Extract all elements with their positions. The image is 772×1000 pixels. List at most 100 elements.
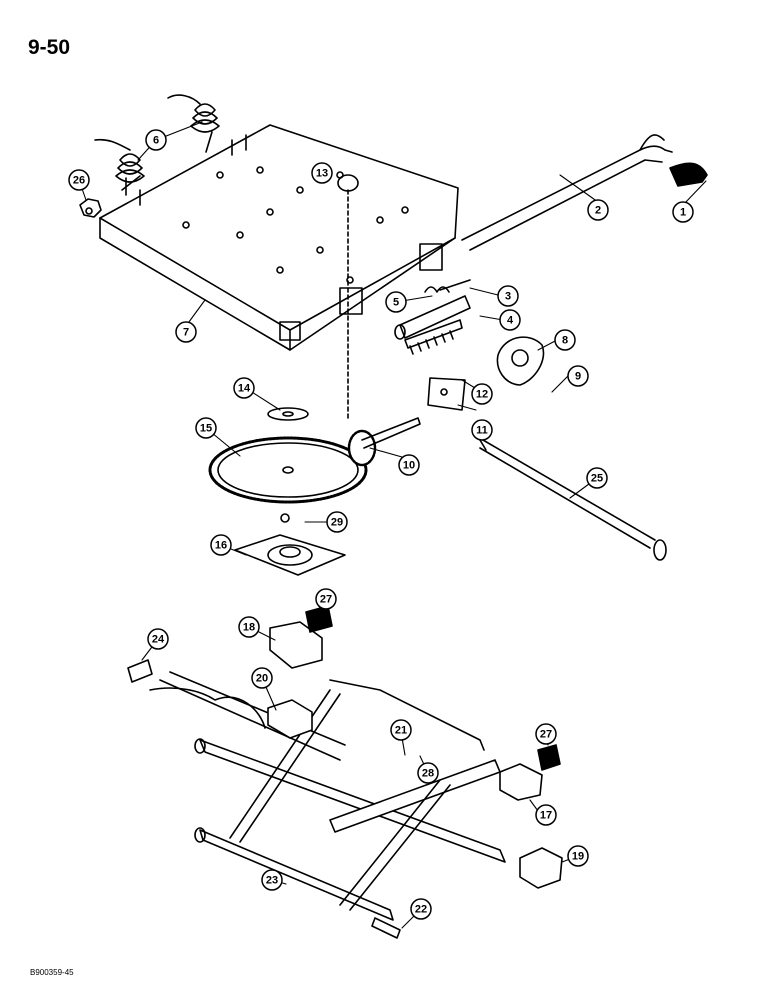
callout-circle [417, 762, 439, 784]
callout-label: 14 [238, 383, 251, 395]
pin-22 [371, 917, 401, 939]
callout-circle [147, 628, 169, 650]
callout-label: 10 [403, 460, 415, 472]
callout-label: 3 [505, 291, 511, 303]
slide-block-17 [499, 763, 543, 801]
callout-23: 23 [261, 869, 283, 891]
callout-27: 27 [315, 588, 337, 610]
callout-27-2: 27 [535, 723, 557, 745]
callout-10: 10 [398, 454, 420, 476]
gear-plate-15 [208, 436, 368, 523]
callout-circle [672, 201, 694, 223]
callout-circle [385, 291, 407, 313]
callout-15: 15 [195, 417, 217, 439]
callout-3: 3 [497, 285, 519, 307]
callout-label: 17 [540, 810, 552, 822]
callout-label: 13 [316, 168, 328, 180]
callout-circle [471, 383, 493, 405]
callout-17: 17 [535, 804, 557, 826]
callout-7: 7 [175, 321, 197, 343]
callout-circle [68, 169, 90, 191]
lock-nut-26 [79, 198, 102, 218]
slide-block-19 [519, 847, 563, 889]
callout-circle [326, 511, 348, 533]
torsion-spring-left [94, 138, 145, 191]
shock-absorber [149, 687, 266, 729]
callout-label: 21 [395, 725, 407, 737]
callout-label: 4 [507, 315, 514, 327]
callout-24: 24 [147, 628, 169, 650]
callout-label: 2 [595, 205, 601, 217]
callout-circle [398, 454, 420, 476]
callout-label: 18 [243, 622, 255, 634]
adjust-knob-13 [337, 174, 359, 421]
callout-label: 27 [320, 594, 332, 606]
callout-circle [238, 616, 260, 638]
callout-8: 8 [554, 329, 576, 351]
adjust-handle-2 [461, 134, 673, 251]
callout-circle [261, 869, 283, 891]
callout-label: 29 [331, 517, 343, 529]
callout-22: 22 [410, 898, 432, 920]
callout-label: 23 [266, 875, 278, 887]
callout-29: 29 [326, 511, 348, 533]
end-cap-27-right [537, 744, 561, 771]
page-number: 9-50 [28, 36, 71, 59]
slide-block-18 [269, 621, 323, 669]
seat-frame-plate [99, 124, 459, 351]
callout-9: 9 [567, 365, 589, 387]
callout-circle [251, 667, 273, 689]
callout-label: 27 [540, 729, 552, 741]
scissor-frame [159, 671, 506, 921]
callout-circle [567, 365, 589, 387]
callout-circle [390, 719, 412, 741]
callout-25: 25 [586, 467, 608, 489]
callout-11: 11 [471, 419, 493, 441]
callout-circle [499, 309, 521, 331]
callout-label: 24 [152, 634, 165, 646]
callout-4: 4 [499, 309, 521, 331]
callout-14: 14 [233, 377, 255, 399]
callout-circle [497, 285, 519, 307]
callout-1: 1 [672, 201, 694, 223]
callout-label: 9 [575, 371, 581, 383]
callout-circle [567, 845, 589, 867]
callout-6: 6 [145, 129, 167, 151]
callout-label: 26 [73, 175, 85, 187]
callout-label: 1 [680, 207, 686, 219]
long-bolt-25 [479, 439, 667, 561]
reference-code: B900359-45 [30, 968, 74, 977]
callout-5: 5 [385, 291, 407, 313]
torsion-spring-right [167, 94, 220, 153]
callout-label: 19 [572, 851, 584, 863]
callout-16: 16 [210, 534, 232, 556]
bushing-24 [127, 659, 153, 683]
callout-label: 16 [215, 540, 227, 552]
pinion-housing-8 [496, 336, 545, 386]
callout-circle [554, 329, 576, 351]
callout-26: 26 [68, 169, 90, 191]
washer-14 [267, 407, 309, 421]
callout-13: 13 [311, 162, 333, 184]
callout-circle [311, 162, 333, 184]
callout-2: 2 [587, 199, 609, 221]
callout-circle [233, 377, 255, 399]
handle-grip-1 [669, 162, 708, 187]
callout-19: 19 [567, 845, 589, 867]
end-cap-27-top [305, 605, 333, 633]
callout-circle [471, 419, 493, 441]
callout-label: 6 [153, 135, 159, 147]
callout-circle [535, 804, 557, 826]
base-plate-16 [234, 534, 346, 576]
callout-group: 1234567891011121314151617181920212223242… [68, 129, 694, 920]
pinion-shaft-10 [347, 417, 421, 467]
detent-shafts [394, 279, 471, 355]
callout-circle [410, 898, 432, 920]
callout-circle [315, 588, 337, 610]
callout-20: 20 [251, 667, 273, 689]
callout-label: 20 [256, 673, 268, 685]
callout-label: 8 [562, 335, 568, 347]
callout-12: 12 [471, 383, 493, 405]
callout-label: 15 [200, 423, 212, 435]
